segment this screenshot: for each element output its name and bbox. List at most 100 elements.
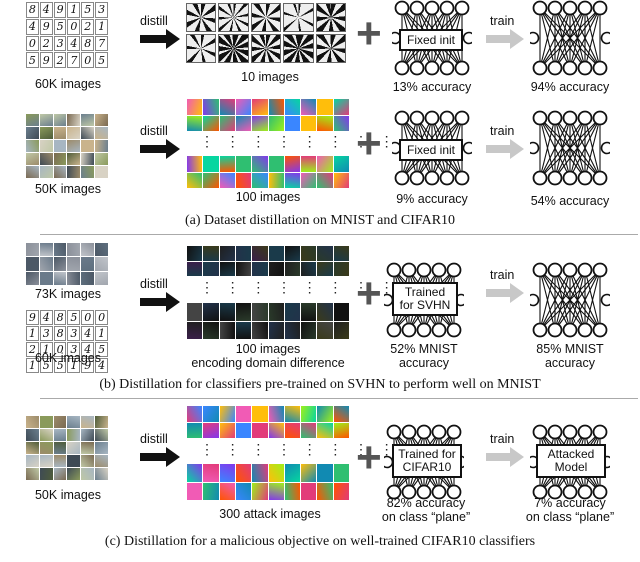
image-thumbnail: [67, 166, 81, 178]
distilled-image: [315, 34, 346, 63]
digit-thumbnail: 0: [81, 310, 95, 325]
plus-icon: +: [356, 269, 382, 318]
image-thumbnail: [252, 464, 268, 482]
neuron-node: [401, 322, 417, 338]
image-thumbnail: [284, 99, 301, 115]
image-thumbnail: [203, 99, 219, 115]
image-thumbnail: [67, 429, 81, 441]
cifar-source-grid: [26, 114, 108, 178]
neuron-node: [532, 110, 548, 126]
image-thumbnail: [301, 99, 317, 115]
neuron-node: [416, 322, 432, 338]
image-thumbnail: [81, 442, 95, 454]
image-thumbnail: [284, 156, 301, 172]
image-thumbnail: [203, 261, 219, 276]
neuron-node: [532, 322, 548, 338]
neuron-node: [439, 110, 455, 126]
distilled-image: [186, 3, 217, 32]
image-thumbnail: [317, 261, 333, 276]
after-accuracy: 85% MNIST: [536, 342, 604, 356]
image-thumbnail: [95, 271, 108, 285]
image-thumbnail: [67, 468, 81, 480]
after-accuracy: 54% accuracy: [530, 194, 610, 208]
image-thumbnail: [26, 127, 39, 139]
connection-line: [554, 269, 601, 331]
ellipsis-dots: ⋮ ⋮ ⋮ ⋮ ⋮ ⋮ ⋮ ⋮: [200, 441, 394, 457]
before-accuracy-class: on class “plane”: [381, 510, 471, 524]
neuron-node: [562, 322, 578, 338]
image-thumbnail: [219, 246, 235, 261]
neuron-node: [394, 60, 410, 76]
neuron-node: [431, 262, 447, 278]
image-thumbnail: [203, 172, 219, 188]
image-thumbnail: [53, 166, 67, 178]
neuron-node: [462, 31, 472, 45]
distilled-mnist-grid: [186, 3, 346, 63]
image-thumbnail: [95, 429, 108, 441]
image-thumbnail: [81, 455, 95, 467]
image-thumbnail: [187, 261, 203, 276]
distilled-count: 10 images: [241, 70, 299, 84]
image-thumbnail: [187, 172, 203, 188]
image-thumbnail: [39, 257, 53, 271]
distilled-image: [218, 3, 249, 32]
image-thumbnail: [268, 156, 284, 172]
image-thumbnail: [268, 482, 284, 500]
image-thumbnail: [301, 115, 317, 131]
digit-thumbnail: 1: [95, 18, 108, 35]
neuron-node: [547, 170, 563, 186]
distilled-count: 100 images: [235, 190, 301, 204]
image-thumbnail: [317, 172, 333, 188]
connection-line: [539, 7, 601, 69]
image-thumbnail: [187, 406, 203, 422]
train-label: train: [490, 268, 515, 282]
neuron-node: [454, 110, 470, 126]
image-thumbnail: [317, 246, 333, 261]
image-thumbnail: [81, 153, 95, 165]
image-thumbnail: [39, 442, 53, 454]
neuron-node: [530, 31, 540, 45]
image-thumbnail: [219, 422, 235, 438]
network-attacked-icon: [530, 424, 610, 500]
connection-line: [539, 7, 571, 69]
image-thumbnail: [301, 321, 317, 339]
image-thumbnail: [284, 303, 301, 321]
caption-a: (a) Dataset distillation on MNIST and CI…: [184, 213, 456, 228]
connection-line: [539, 269, 586, 331]
digit-thumbnail: 0: [81, 52, 95, 68]
image-thumbnail: [284, 422, 301, 438]
image-thumbnail: [333, 321, 349, 339]
digit-thumbnail: 8: [53, 310, 67, 325]
neuron-node: [431, 322, 447, 338]
neuron-node: [600, 141, 610, 155]
image-thumbnail: [333, 246, 349, 261]
image-thumbnail: [95, 114, 108, 126]
neuron-node: [431, 424, 447, 440]
image-thumbnail: [39, 243, 53, 257]
digit-thumbnail: 9: [26, 310, 39, 325]
distill-label: distill: [140, 432, 168, 446]
image-thumbnail: [53, 468, 67, 480]
image-thumbnail: [268, 115, 284, 131]
digit-thumbnail: 4: [39, 2, 53, 18]
before-accuracy: 52% MNIST: [390, 342, 458, 356]
image-thumbnail: [39, 429, 53, 441]
neuron-node: [439, 170, 455, 186]
image-thumbnail: [284, 115, 301, 131]
image-thumbnail: [235, 172, 252, 188]
image-thumbnail: [333, 261, 349, 276]
digit-thumbnail: 3: [39, 326, 53, 341]
digit-thumbnail: 4: [81, 326, 95, 341]
image-thumbnail: [39, 114, 53, 126]
connection-line: [539, 269, 571, 331]
cifar-source-count: 50K images: [34, 182, 101, 196]
connection-line: [539, 7, 586, 69]
neuron-node: [532, 484, 548, 500]
connection-line: [539, 117, 601, 179]
image-thumbnail: [317, 406, 333, 422]
image-thumbnail: [95, 140, 108, 152]
image-thumbnail: [268, 422, 284, 438]
neuron-node: [577, 170, 593, 186]
digit-thumbnail: 5: [26, 52, 39, 68]
